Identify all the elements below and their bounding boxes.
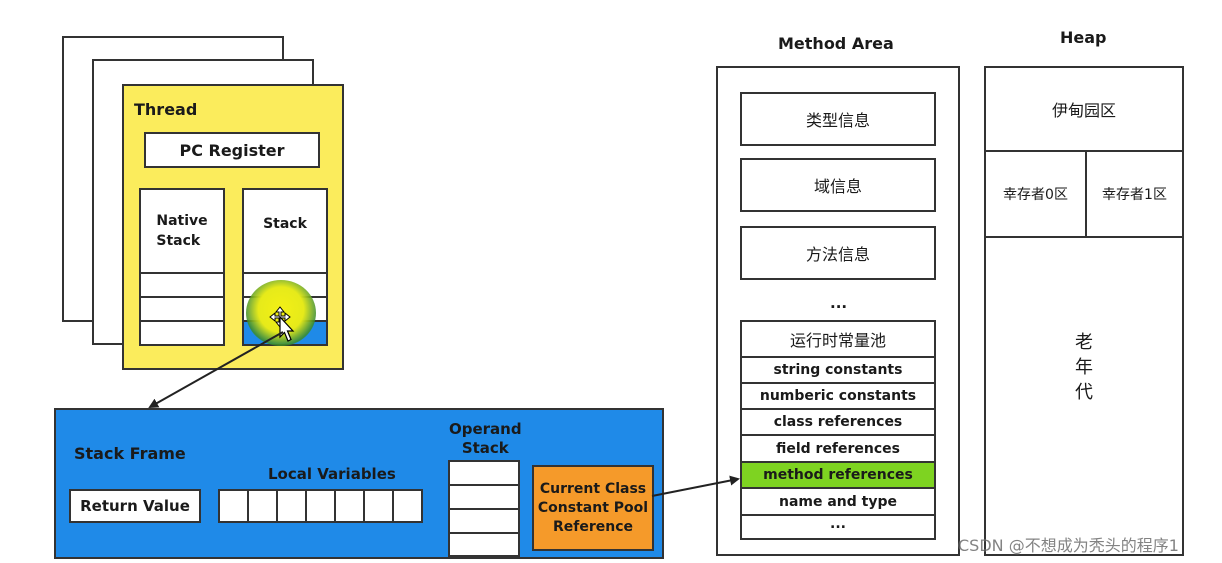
local-variable-slot bbox=[278, 491, 307, 521]
native-stack-label: Native Stack bbox=[156, 213, 208, 249]
method-area-ellipsis: ... bbox=[830, 294, 848, 312]
move-cursor-icon bbox=[269, 306, 295, 342]
local-variables-title: Local Variables bbox=[268, 465, 396, 483]
pool-row-numberic-constants: numberic constants bbox=[742, 384, 934, 410]
reference-to-pool-arrow bbox=[651, 475, 740, 497]
operand-stack-slot bbox=[450, 510, 518, 534]
eden-region: 伊甸园区 bbox=[986, 68, 1182, 152]
operand-stack-title: Operand Stack bbox=[449, 420, 522, 457]
local-variables-slots bbox=[218, 489, 423, 523]
pool-row-class-references: class references bbox=[742, 410, 934, 436]
stack-header: Stack bbox=[244, 190, 326, 274]
return-value-box: Return Value bbox=[69, 489, 201, 523]
method-area-box: 类型信息 域信息 方法信息 ... 运行时常量池 string constant… bbox=[716, 66, 960, 556]
field-info-box: 域信息 bbox=[740, 158, 936, 212]
local-variable-slot bbox=[365, 491, 394, 521]
method-area-title: Method Area bbox=[778, 34, 894, 53]
return-value-label: Return Value bbox=[80, 497, 190, 515]
survivor-0-region: 幸存者0区 bbox=[986, 152, 1087, 238]
type-info-label: 类型信息 bbox=[805, 111, 870, 130]
pc-register-box: PC Register bbox=[144, 132, 320, 168]
eden-label: 伊甸园区 bbox=[1051, 101, 1116, 120]
local-variable-slot bbox=[249, 491, 278, 521]
constant-pool-reference-box: Current Class Constant Pool Reference bbox=[532, 465, 654, 551]
local-variable-slot bbox=[220, 491, 249, 521]
stack-to-frame-arrow bbox=[148, 331, 284, 408]
native-stack-header: Native Stack bbox=[141, 190, 223, 274]
operand-stack-slot bbox=[450, 486, 518, 510]
pool-row-method-references: method references bbox=[742, 463, 934, 489]
operand-stack-slot bbox=[450, 462, 518, 486]
thread-title: Thread bbox=[134, 100, 198, 119]
pool-row-string-constants: string constants bbox=[742, 358, 934, 384]
operand-stack-slots bbox=[448, 460, 520, 557]
runtime-constant-pool: 运行时常量池 string constants numberic constan… bbox=[740, 320, 936, 540]
survivor-1-label: 幸存者1区 bbox=[1102, 187, 1167, 203]
survivor-1-region: 幸存者1区 bbox=[1087, 152, 1182, 238]
local-variable-slot bbox=[307, 491, 336, 521]
watermark-text: CSDN @不想成为秃头的程序1 bbox=[958, 536, 1179, 555]
pool-row-field-references: field references bbox=[742, 436, 934, 463]
pc-register-label: PC Register bbox=[179, 140, 285, 160]
constant-pool-reference-label: Current Class Constant Pool Reference bbox=[537, 480, 649, 535]
heap-box: 伊甸园区 幸存者0区 幸存者1区 老 年 代 bbox=[984, 66, 1184, 556]
native-stack-slot bbox=[141, 274, 223, 298]
pool-row-ellipsis: ... bbox=[830, 516, 846, 532]
local-variable-slot bbox=[336, 491, 365, 521]
method-info-label: 方法信息 bbox=[805, 245, 870, 264]
stack-label: Stack bbox=[263, 216, 307, 232]
old-generation-region: 老 年 代 bbox=[986, 238, 1182, 554]
type-info-box: 类型信息 bbox=[740, 92, 936, 146]
field-info-label: 域信息 bbox=[813, 177, 862, 196]
native-stack-column: Native Stack bbox=[139, 188, 225, 346]
heap-title: Heap bbox=[1060, 28, 1107, 47]
native-stack-slot bbox=[141, 298, 223, 322]
old-generation-label: 老 年 代 bbox=[1075, 332, 1093, 403]
method-info-box: 方法信息 bbox=[740, 226, 936, 280]
stack-frame-title: Stack Frame bbox=[74, 444, 186, 463]
survivor-0-label: 幸存者0区 bbox=[1003, 187, 1068, 203]
runtime-constant-pool-label: 运行时常量池 bbox=[789, 331, 886, 350]
pool-row-name-and-type: name and type bbox=[742, 489, 934, 516]
stack-frame-box: Stack Frame Return Value Local Variables… bbox=[54, 408, 664, 559]
runtime-constant-pool-title: 运行时常量池 bbox=[742, 322, 934, 358]
